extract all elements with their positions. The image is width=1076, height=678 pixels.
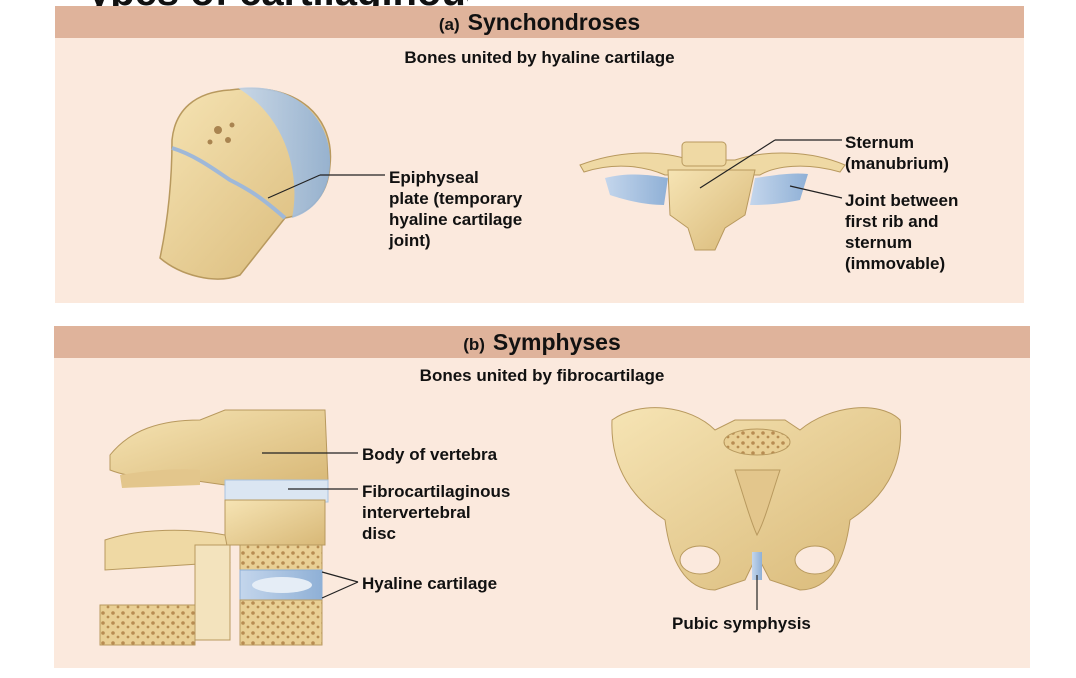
pelvis-illustration: [612, 408, 901, 590]
label-hyaline-cartilage: Hyaline cartilage: [362, 573, 497, 594]
label-sternum: Sternum (manubrium): [845, 132, 949, 174]
leader-hyaline-1: [322, 572, 358, 582]
label-rib-joint: Joint between first rib and sternum (imm…: [845, 190, 958, 274]
label-pubic-symphysis: Pubic symphysis: [672, 613, 811, 634]
leader-hyaline-2: [322, 582, 358, 598]
vertebra-illustration: [100, 410, 328, 645]
humerus-illustration: [160, 87, 330, 279]
sternum-illustration: [580, 142, 845, 250]
label-epiphyseal-plate: Epiphyseal plate (temporary hyaline cart…: [389, 167, 522, 251]
label-body-of-vertebra: Body of vertebra: [362, 444, 497, 465]
label-disc: Fibrocartilaginous intervertebral disc: [362, 481, 510, 544]
